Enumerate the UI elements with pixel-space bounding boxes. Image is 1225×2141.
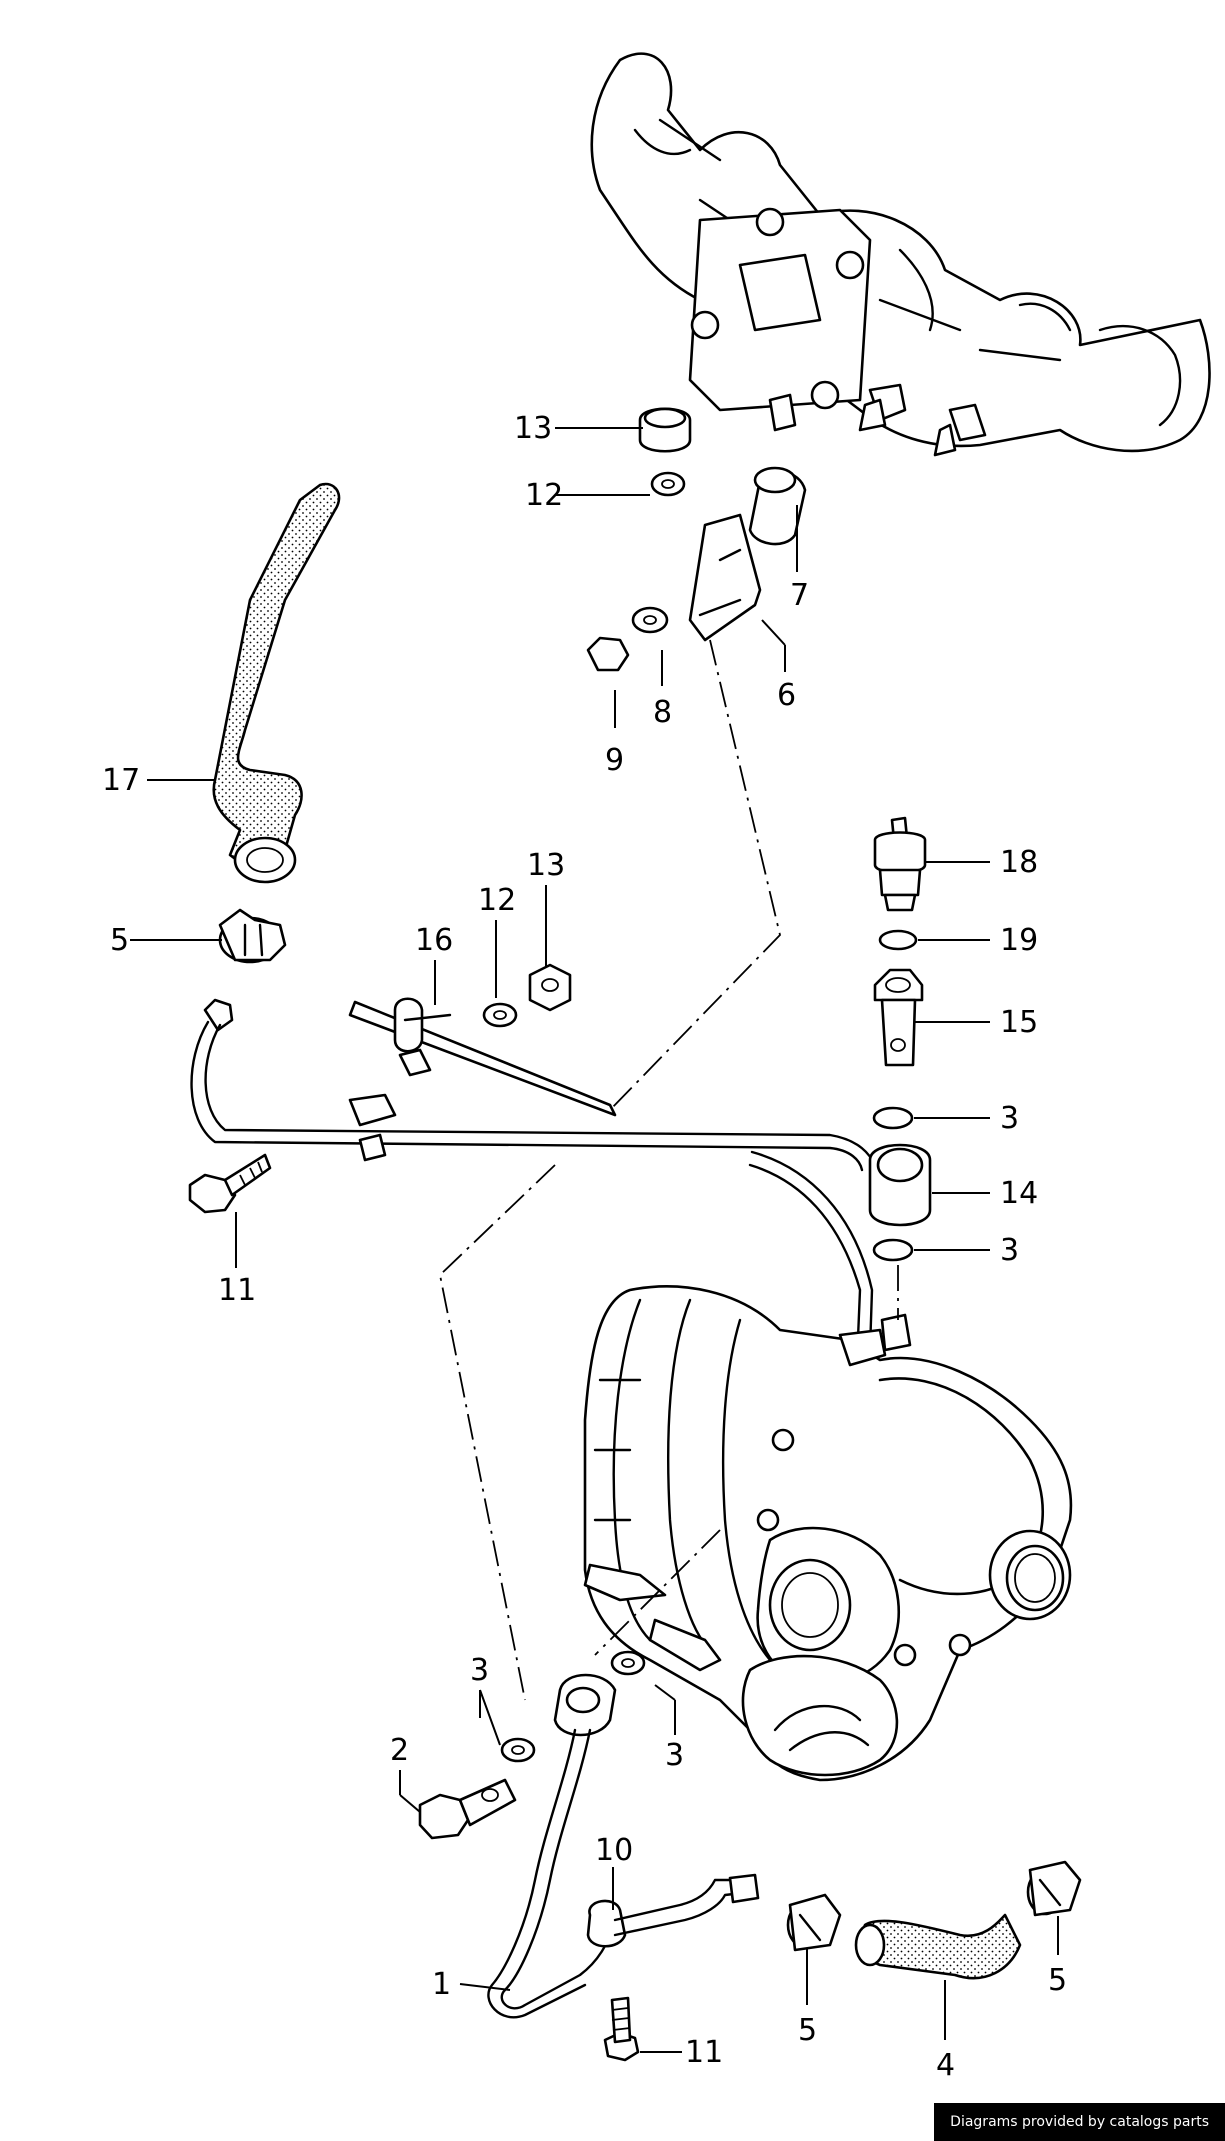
credit-banner: Diagrams provided by catalogs parts — [934, 2103, 1225, 2141]
callout-17: 17 — [102, 763, 140, 798]
hose-4-group — [786, 1860, 1082, 1980]
oil-line-lower — [418, 1650, 760, 2019]
callout-1: 1 — [432, 1967, 451, 2002]
washer-nut-middle — [482, 963, 572, 1028]
callout-3-b: 3 — [1000, 1233, 1019, 1268]
callout-13-middle: 13 — [527, 848, 565, 883]
callout-15: 15 — [1000, 1005, 1038, 1040]
callout-14: 14 — [1000, 1176, 1038, 1211]
callout-9: 9 — [605, 743, 624, 778]
callout-12-upper: 12 — [525, 478, 563, 513]
callout-18: 18 — [1000, 845, 1038, 880]
turbocharger — [583, 1285, 1073, 1782]
callout-6: 6 — [777, 678, 796, 713]
callout-3-a: 3 — [1000, 1101, 1019, 1136]
callout-3-c: 3 — [470, 1653, 489, 1688]
callout-5-lower-left: 5 — [798, 2013, 817, 2048]
bracket-group — [586, 407, 807, 672]
callout-labels: 13 12 7 6 8 9 17 5 16 12 13 18 19 15 3 1… — [102, 411, 1067, 2083]
sensor-stack — [868, 816, 932, 1352]
callout-12-middle: 12 — [478, 883, 516, 918]
clamp-5-upper — [218, 908, 287, 964]
callout-3-d: 3 — [665, 1738, 684, 1773]
callout-5-upper: 5 — [110, 923, 129, 958]
hose-17 — [212, 482, 341, 884]
bolt-11-upper — [188, 1153, 272, 1214]
callout-4: 4 — [936, 2048, 955, 2083]
callout-16: 16 — [415, 923, 453, 958]
oil-pipe-main — [190, 997, 877, 1172]
bolt-11-lower — [603, 1996, 640, 2062]
assembly-lines — [439, 639, 899, 1701]
callout-10: 10 — [595, 1833, 633, 1868]
callout-8: 8 — [653, 695, 672, 730]
callout-11-upper: 11 — [218, 1273, 256, 1308]
leader-lines — [130, 427, 1059, 2053]
exhaust-manifold — [590, 52, 1211, 457]
callout-11-lower: 11 — [685, 2035, 723, 2070]
callout-13-upper: 13 — [514, 411, 552, 446]
callout-19: 19 — [1000, 923, 1038, 958]
callout-5-lower-right: 5 — [1048, 1963, 1067, 1998]
callout-7: 7 — [790, 578, 809, 613]
callout-2: 2 — [390, 1733, 409, 1768]
